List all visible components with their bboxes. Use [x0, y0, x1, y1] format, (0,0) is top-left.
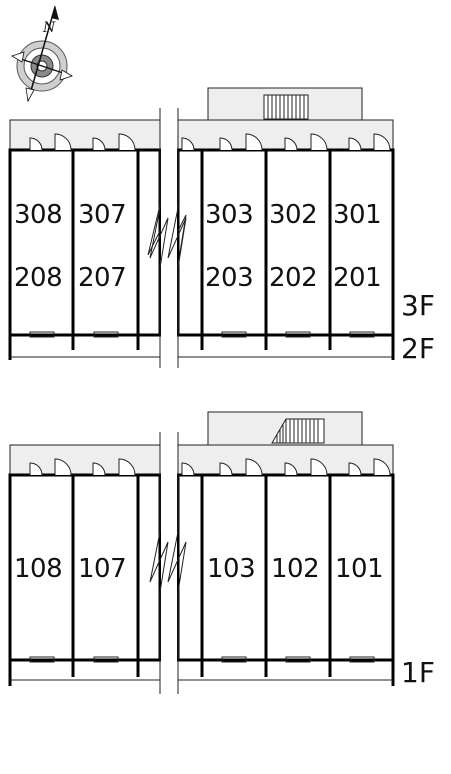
compass-rose-icon: N: [11, 5, 73, 103]
unit-202: 202: [269, 263, 317, 293]
unit-102: 102: [271, 554, 319, 584]
unit-308: 308: [14, 200, 62, 230]
unit-201: 201: [333, 263, 381, 293]
unit-303: 303: [205, 200, 253, 230]
compass-north-label: N: [42, 20, 56, 36]
unit-307: 307: [78, 200, 126, 230]
stair-icon: [271, 418, 325, 444]
unit-101: 101: [335, 554, 383, 584]
stair-icon: [263, 94, 309, 120]
lower-block: 108 107 103 102 101 1F: [8, 411, 435, 694]
unit-108: 108: [14, 554, 62, 584]
floor-label-1f: 1F: [401, 656, 435, 689]
unit-302: 302: [269, 200, 317, 230]
unit-103: 103: [207, 554, 255, 584]
upper-block: 308 307 303 302 301 208 207 203 202 201 …: [8, 87, 435, 368]
floor-label-3f: 3F: [401, 289, 435, 322]
floor-label-2f: 2F: [401, 332, 435, 365]
unit-208: 208: [14, 263, 62, 293]
unit-207: 207: [78, 263, 126, 293]
unit-203: 203: [205, 263, 253, 293]
unit-107: 107: [78, 554, 126, 584]
unit-301: 301: [333, 200, 381, 230]
